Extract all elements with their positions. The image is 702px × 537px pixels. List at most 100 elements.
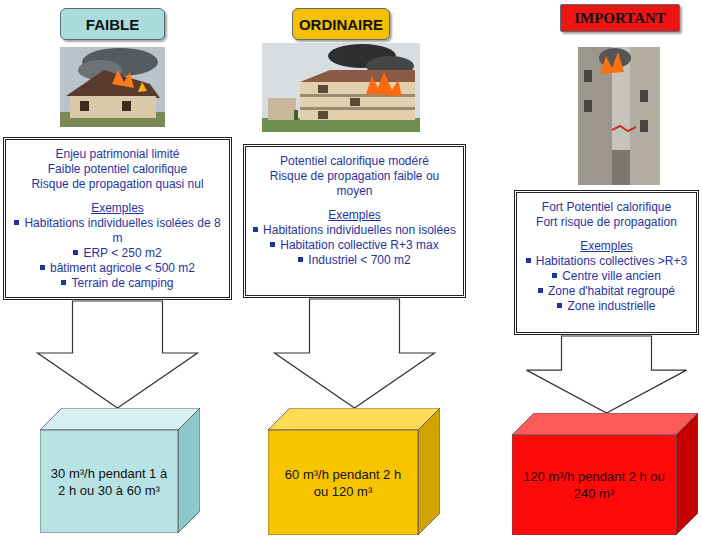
bullet-square bbox=[14, 220, 19, 225]
window bbox=[318, 85, 328, 93]
example-item: bâtiment agricole < 500 m2 bbox=[12, 261, 223, 276]
bunting bbox=[612, 126, 636, 131]
level-name: FAIBLE bbox=[86, 16, 139, 33]
example-text: Terrain de camping bbox=[71, 276, 173, 290]
house-wall bbox=[70, 96, 156, 118]
window bbox=[350, 98, 360, 106]
example-item: Zone d'habitat regroupé bbox=[523, 284, 690, 299]
description-text: Potentiel calorifique modéré bbox=[280, 154, 429, 168]
description-text: Fort Potentiel calorifique bbox=[542, 200, 671, 214]
cube-front bbox=[268, 430, 418, 535]
example-text: Habitation collective R+3 max bbox=[280, 238, 438, 252]
description-text: Risque de propagation quasi nul bbox=[31, 177, 203, 191]
description-line: Fort risque de propagation bbox=[523, 215, 690, 230]
description-line: Fort Potentiel calorifique bbox=[523, 200, 690, 215]
block-arrow bbox=[38, 301, 198, 408]
apartment-fire-photo bbox=[262, 43, 420, 132]
description-box: Potentiel calorifique modéréRisque de pr… bbox=[243, 144, 466, 298]
example-text: Zone d'habitat regroupé bbox=[548, 284, 675, 298]
photo-sky bbox=[578, 47, 660, 185]
building-roof bbox=[300, 70, 415, 82]
cube-side bbox=[418, 408, 440, 535]
building bbox=[268, 98, 296, 120]
bullet-square bbox=[557, 303, 562, 308]
flame bbox=[138, 82, 147, 92]
example-item: Habitations individuelles isolées de 8 m bbox=[12, 216, 223, 246]
cube-front bbox=[512, 435, 676, 535]
tree bbox=[294, 110, 298, 120]
bullet-square bbox=[298, 257, 303, 262]
example-text: Centre ville ancien bbox=[562, 269, 661, 283]
examples-text: Exemples bbox=[580, 239, 633, 253]
block-arrow bbox=[275, 299, 435, 408]
description-box: Fort Potentiel calorifiqueFort risque de… bbox=[514, 190, 699, 335]
example-item: Zone industrielle bbox=[523, 299, 690, 314]
window bbox=[584, 70, 592, 82]
house-roof bbox=[66, 70, 160, 98]
examples-heading: Exemples bbox=[252, 208, 457, 223]
description-line: Potentiel calorifique modéré bbox=[252, 154, 457, 169]
flow-cube: 60 m³/h pendant 2 h ou 120 m³ bbox=[268, 408, 440, 535]
level-name: IMPORTANT bbox=[574, 10, 666, 27]
window bbox=[318, 111, 328, 119]
bullet-square bbox=[40, 265, 45, 270]
flame bbox=[600, 52, 624, 74]
examples-heading: Exemples bbox=[523, 239, 690, 254]
description-text: Faible potentiel calorifique bbox=[48, 162, 187, 176]
window bbox=[584, 100, 592, 112]
example-text: Zone industrielle bbox=[567, 299, 655, 313]
example-text: Industriel < 700 m2 bbox=[308, 253, 410, 267]
example-text: Habitations collectives >R+3 bbox=[536, 254, 687, 268]
flow-cube: 120 m³/h pendant 2 h ou 240 m³ bbox=[512, 413, 698, 535]
cube-side bbox=[676, 413, 698, 535]
example-text: bâtiment agricole < 500 m2 bbox=[50, 261, 195, 275]
bullet-square bbox=[61, 280, 66, 285]
bullet-square bbox=[73, 250, 78, 255]
street-fire-photo bbox=[578, 47, 660, 185]
level-name: ORDINAIRE bbox=[299, 16, 383, 33]
description-text: Fort risque de propagation bbox=[536, 215, 677, 229]
example-item: Habitations individuelles non isolées bbox=[252, 223, 457, 238]
photo-sky bbox=[60, 47, 165, 127]
description-box: Enjeu patrimonial limitéFaible potentiel… bbox=[3, 137, 232, 300]
cube-side bbox=[178, 408, 200, 533]
description-line: Enjeu patrimonial limité bbox=[12, 147, 223, 162]
flow-rate-text: 60 m³/h pendant 2 h ou 120 m³ bbox=[283, 466, 403, 500]
example-item: Terrain de camping bbox=[12, 276, 223, 291]
house-window bbox=[122, 101, 131, 111]
bullet-square bbox=[253, 227, 258, 232]
example-text: Habitations individuelles isolées de 8 m bbox=[24, 216, 220, 245]
flow-cube: 30 m³/h pendant 1 à 2 h ou 30 à 60 m³ bbox=[40, 408, 200, 533]
house-fire-photo bbox=[60, 47, 165, 127]
level-label: ORDINAIRE bbox=[292, 8, 390, 40]
description-line: Faible potentiel calorifique bbox=[12, 162, 223, 177]
cube-front bbox=[40, 430, 178, 533]
flame bbox=[366, 72, 402, 96]
cube-text-area: 30 m³/h pendant 1 à 2 h ou 30 à 60 m³ bbox=[40, 430, 178, 533]
description-line: Risque de propagation faible ou moyen bbox=[252, 169, 457, 199]
flame bbox=[112, 70, 134, 88]
flow-rate-text: 120 m³/h pendant 2 h ou 240 m³ bbox=[520, 468, 668, 502]
examples-text: Exemples bbox=[328, 208, 381, 222]
cube-top bbox=[40, 408, 200, 430]
level-label: IMPORTANT bbox=[560, 4, 680, 32]
cube-top bbox=[512, 413, 698, 435]
photo-ground bbox=[262, 118, 420, 132]
building bbox=[630, 47, 660, 185]
example-text: ERP < 250 m2 bbox=[83, 246, 161, 260]
level-label: FAIBLE bbox=[60, 8, 165, 40]
description-text: Risque de propagation faible ou moyen bbox=[270, 169, 439, 198]
balcony bbox=[300, 107, 415, 110]
description-text: Enjeu patrimonial limité bbox=[55, 147, 179, 161]
example-item: ERP < 250 m2 bbox=[12, 246, 223, 261]
example-item: Habitations collectives >R+3 bbox=[523, 254, 690, 269]
examples-text: Exemples bbox=[91, 201, 144, 215]
example-item: Industriel < 700 m2 bbox=[252, 253, 457, 268]
house-window bbox=[80, 101, 89, 111]
flow-rate-text: 30 m³/h pendant 1 à 2 h ou 30 à 60 m³ bbox=[48, 465, 170, 499]
example-item: Centre ville ancien bbox=[523, 269, 690, 284]
example-text: Habitations individuelles non isolées bbox=[263, 223, 456, 237]
cube-text-area: 120 m³/h pendant 2 h ou 240 m³ bbox=[512, 435, 676, 535]
example-item: Habitation collective R+3 max bbox=[252, 238, 457, 253]
